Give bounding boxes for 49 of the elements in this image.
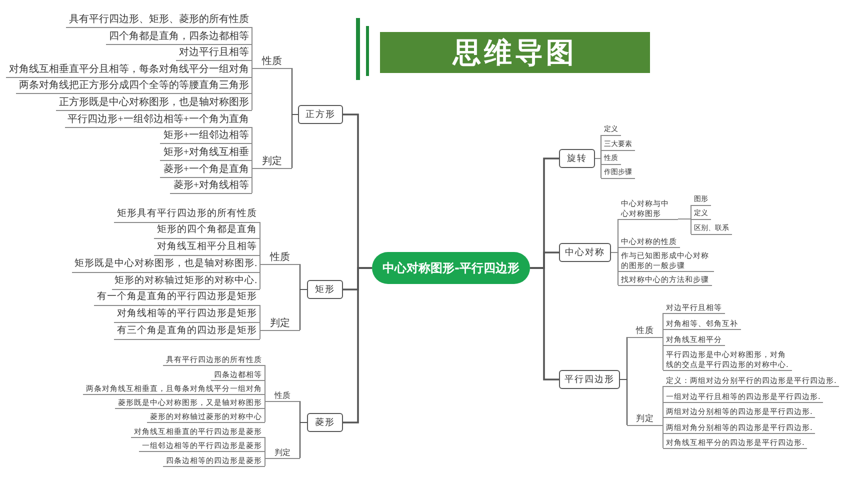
leaf-text: 具有平行四边形、矩形、菱形的所有性质 bbox=[66, 14, 252, 28]
leaf-text: 矩形+一组邻边相等 bbox=[160, 130, 252, 144]
topic-pill: 中心对称图形-平行四边形 bbox=[372, 252, 530, 284]
category-label: 判定 bbox=[260, 317, 300, 331]
leaf-text: 四个角都是直角，四条边都相等 bbox=[106, 30, 252, 45]
category-label: 性质 bbox=[265, 390, 300, 402]
connector-line bbox=[662, 416, 664, 426]
connector-line bbox=[662, 328, 664, 338]
connector-line bbox=[662, 336, 664, 370]
category-label: 判定 bbox=[265, 448, 300, 459]
connector-line bbox=[620, 378, 628, 426]
connector-line bbox=[264, 394, 266, 402]
leaf-text: 正方形既是中心对称图形，也是轴对称图形 bbox=[56, 96, 252, 111]
category-label: 性质 bbox=[252, 55, 292, 69]
category-label: 判定 bbox=[252, 155, 292, 169]
connector-line bbox=[662, 424, 664, 448]
connector-line bbox=[595, 158, 602, 179]
branch-box: 平行四边形 bbox=[559, 370, 620, 389]
branch-box: 中心对称 bbox=[559, 243, 611, 262]
connector-line bbox=[343, 267, 372, 424]
leaf-text: 矩形+对角线互相垂 bbox=[160, 146, 252, 161]
title-banner: 思维导图 bbox=[380, 32, 650, 73]
category-label: 判定 bbox=[627, 414, 663, 426]
connector-line bbox=[291, 114, 298, 169]
leaf-text: 两条对角线把正方形分成四个全等的等腰直角三角形 bbox=[16, 80, 252, 94]
connector-line bbox=[264, 458, 266, 466]
leaf-text: 平行四边形+一组邻边相等+一个角为直角 bbox=[64, 114, 252, 128]
leaf-text: 对角线互相垂直平分且相等，每条对角线平分一组对角 bbox=[6, 64, 252, 78]
leaf-text: 对角线互相平分且相等 bbox=[154, 242, 260, 256]
leaf-text: 有一个角是直角的平行四边形是矩形 bbox=[94, 292, 260, 306]
branch-box: 矩形 bbox=[307, 280, 343, 299]
leaf-text: 矩形具有平行四边形的所有性质 bbox=[114, 209, 260, 223]
leaf-text: 菱形+对角线相等 bbox=[170, 180, 252, 194]
leaf-text: 对角线相等的平行四边形是矩形 bbox=[114, 309, 260, 323]
branch-box: 旋转 bbox=[559, 149, 595, 168]
connector-line bbox=[264, 400, 266, 422]
leaf-text: 有三个角是直角的四边形是矩形 bbox=[114, 326, 260, 340]
branch-box: 菱形 bbox=[307, 413, 343, 432]
leaf-text: 矩形的对称轴过矩形的对称中心. bbox=[112, 276, 260, 290]
leaf-text: 对边平行且相等 bbox=[176, 46, 252, 61]
connector-line bbox=[530, 267, 559, 380]
category-label: 性质 bbox=[627, 326, 663, 338]
category-label: 性质 bbox=[260, 251, 300, 265]
leaf-text: 矩形的四个角都是直角 bbox=[154, 225, 260, 239]
connector-line bbox=[678, 218, 692, 234]
connector-line bbox=[264, 450, 266, 458]
branch-box: 正方形 bbox=[298, 105, 343, 124]
leaf-text: 菱形+一个角是直角 bbox=[160, 164, 252, 178]
leaf-text: 矩形既是中心对称图形，也是轴对称图形. bbox=[72, 259, 260, 273]
